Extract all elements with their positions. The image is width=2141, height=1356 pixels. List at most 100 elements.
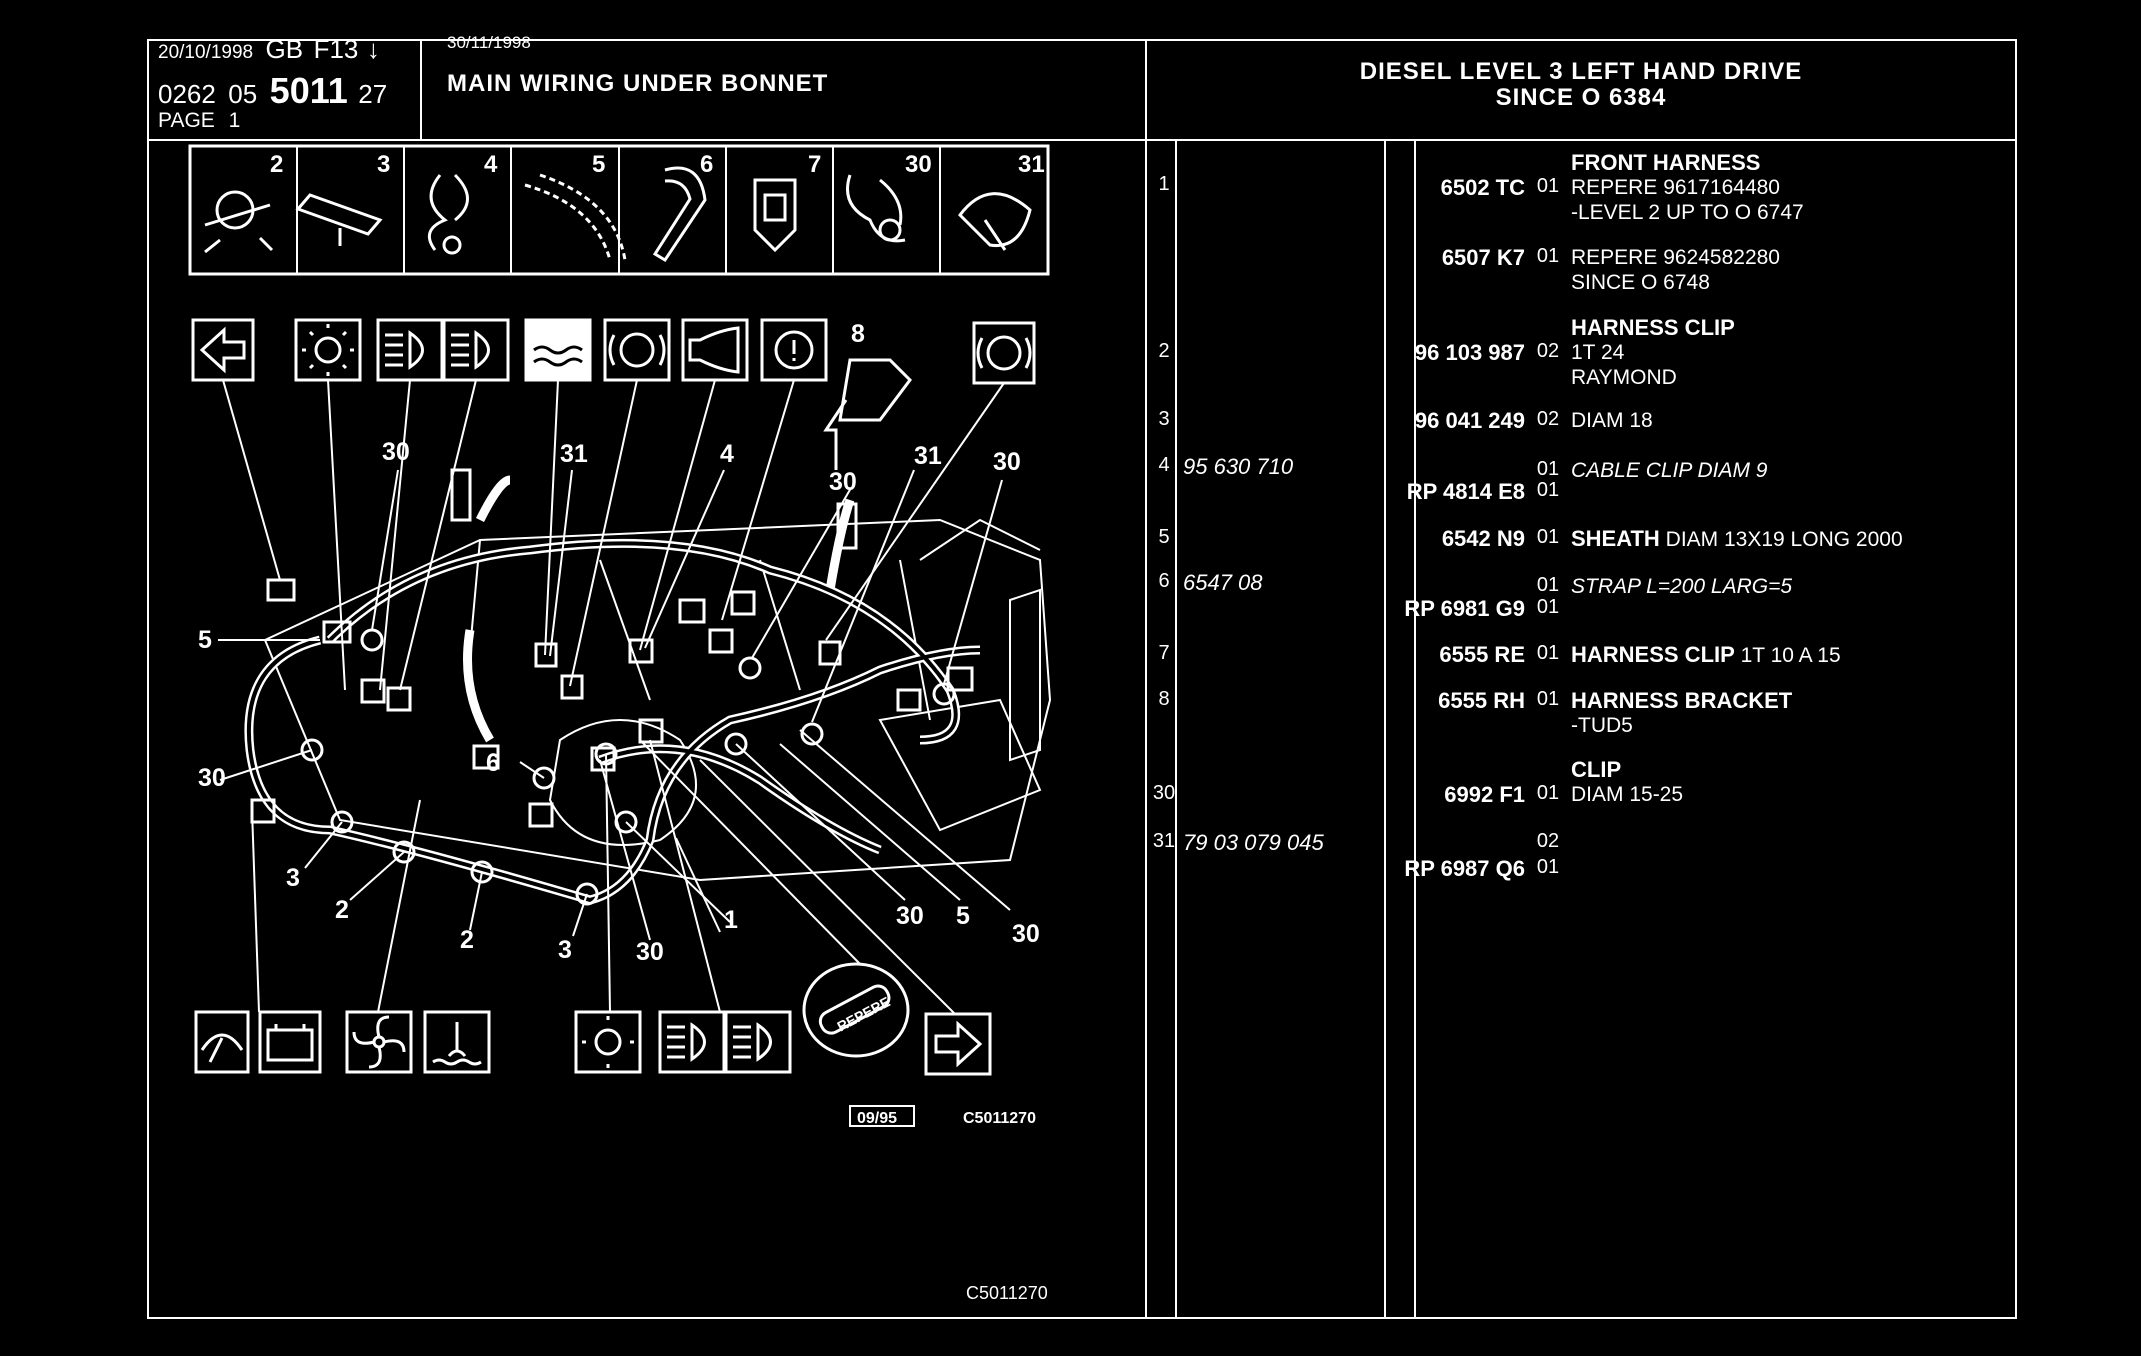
description-line: HARNESS BRACKET <box>1571 688 1793 713</box>
headlamp-icon <box>442 318 510 382</box>
clip-7-icon <box>753 178 797 253</box>
headlamp-icon <box>724 1010 792 1074</box>
clip-31-icon <box>958 192 1032 251</box>
header-ref-b: 05 <box>228 79 258 109</box>
callout-number: 3 <box>286 864 300 892</box>
header-code: F13 <box>313 34 359 64</box>
clip-number: 30 <box>905 151 932 178</box>
header-divider-2 <box>1145 40 1147 1318</box>
clip-4-icon <box>427 173 469 255</box>
clip-number: 7 <box>808 151 821 178</box>
connectors <box>250 358 974 828</box>
quantity: 02 <box>1536 830 1560 852</box>
header-underline-right <box>1146 139 2016 141</box>
quantity: 02 <box>1536 408 1560 430</box>
part-reference: 6542 N9 <box>1441 526 1525 551</box>
clip-number: 2 <box>270 151 283 178</box>
arrow-left-icon <box>191 318 255 382</box>
leader-lines <box>218 379 1011 1015</box>
part-reference: 95 630 710 <box>1183 454 1294 479</box>
date-box <box>849 1105 915 1127</box>
quantity: 01 <box>1536 596 1560 618</box>
description-line: CABLE CLIP DIAM 9 <box>1571 459 1768 482</box>
repere-badge <box>802 962 910 1058</box>
item-number: 30 <box>1152 782 1176 804</box>
description-line: 1T 24 <box>1571 341 1625 364</box>
part-reference: 6502 TC <box>1440 175 1525 200</box>
warning-icon <box>760 318 828 382</box>
header-date: 20/10/1998 <box>158 42 254 63</box>
description-block: CLIP DIAM 15-25 <box>1571 757 2011 807</box>
description-title: SHEATH <box>1571 526 1660 551</box>
description-line: SINCE O 6748 <box>1571 271 1710 294</box>
callout-number: 31 <box>914 442 942 470</box>
item-number: 3 <box>1158 408 1170 430</box>
item-number: 4 <box>1158 454 1170 476</box>
brake-wear-icon <box>972 321 1036 385</box>
part-reference: 6547 08 <box>1183 570 1263 595</box>
clip-number: 31 <box>1018 151 1045 178</box>
quantity: 01 <box>1536 479 1560 501</box>
callout-number: 4 <box>720 440 734 468</box>
item-number: 8 <box>1158 688 1170 710</box>
description-text: DIAM 13X19 LONG 2000 <box>1659 528 1903 551</box>
right-title-1: DIESEL LEVEL 3 LEFT HAND DRIVE <box>1359 58 1803 85</box>
page-label: PAGE <box>158 109 215 132</box>
clip-number: 4 <box>484 151 498 178</box>
wiring-diagram: 2 3 4 5 6 7 30 31 REPERE <box>188 144 1052 1303</box>
page-number: 1 <box>228 109 241 132</box>
callout-number: 30 <box>896 902 924 930</box>
header-reference: 0262 05 5011 27 <box>158 70 387 112</box>
clip-5-icon <box>524 173 627 261</box>
quantity: 02 <box>1536 340 1560 362</box>
description-line: HARNESS CLIP 1T 10 A 15 <box>1571 642 2011 668</box>
callout-number: 30 <box>1012 920 1040 948</box>
description-block: REPERE 9624582280 SINCE O 6748 <box>1571 245 2011 295</box>
description-block: HARNESS BRACKET -TUD5 <box>1571 688 2011 738</box>
header-region: GB <box>265 34 304 64</box>
description-line: CLIP <box>1571 757 1622 782</box>
description-block: FRONT HARNESS REPERE 9617164480 -LEVEL 2… <box>1571 150 2011 225</box>
part-reference: RP 6987 Q6 <box>1404 856 1525 881</box>
headlamp-icon <box>376 318 444 382</box>
callout-number: 30 <box>198 764 226 792</box>
description-line: SHEATH DIAM 13X19 LONG 2000 <box>1571 526 2011 552</box>
part-reference: 6992 F1 <box>1444 782 1525 807</box>
callout-number: 30 <box>382 438 410 466</box>
quantity: 01 <box>1536 856 1560 878</box>
quantity: 01 <box>1536 574 1560 596</box>
callout-number: 5 <box>956 902 970 930</box>
clip-2-icon <box>204 190 274 254</box>
item-number: 5 <box>1158 526 1170 548</box>
header-ref-main: 5011 <box>269 70 348 111</box>
header-page: PAGE 1 <box>158 109 240 133</box>
header-divider-1 <box>420 40 422 140</box>
part-reference: 6507 K7 <box>1441 245 1525 270</box>
figure-code: C5011270 <box>963 1110 1036 1127</box>
clip-6-icon <box>652 166 707 263</box>
item-number: 6 <box>1158 570 1170 592</box>
description-line: FRONT HARNESS <box>1571 150 1761 175</box>
clip-number: 3 <box>377 151 390 178</box>
item-number: 31 <box>1152 830 1176 852</box>
quantity: 01 <box>1536 458 1560 480</box>
description-text: REPERE 9617164480 <box>1571 176 1780 199</box>
repere-label: REPERE <box>834 993 892 1034</box>
part-reference: 6555 RH <box>1438 688 1525 713</box>
callout-number: 2 <box>460 926 474 954</box>
down-arrow-icon: ↓ <box>366 34 380 64</box>
description-line: DIAM 18 <box>1571 409 1653 432</box>
clip-3-icon <box>295 193 383 246</box>
header-meta: 20/10/1998 GB F13 ↓ <box>158 34 418 65</box>
arrow-right-icon <box>924 1012 992 1076</box>
lamp-icon <box>294 318 362 382</box>
bottom-figure-code: C5011270 <box>966 1283 1048 1303</box>
description-line: REPERE 9624582280 <box>1571 246 1780 269</box>
description-block: HARNESS CLIP 1T 24 RAYMOND <box>1571 315 2011 390</box>
engine-outline <box>263 518 1052 882</box>
clip-markers <box>300 628 956 906</box>
qty-column-line-a <box>1384 140 1386 1318</box>
header-ref-c: 27 <box>358 79 388 109</box>
callout-number: 5 <box>198 626 212 654</box>
header-ref-a: 0262 <box>158 79 216 109</box>
